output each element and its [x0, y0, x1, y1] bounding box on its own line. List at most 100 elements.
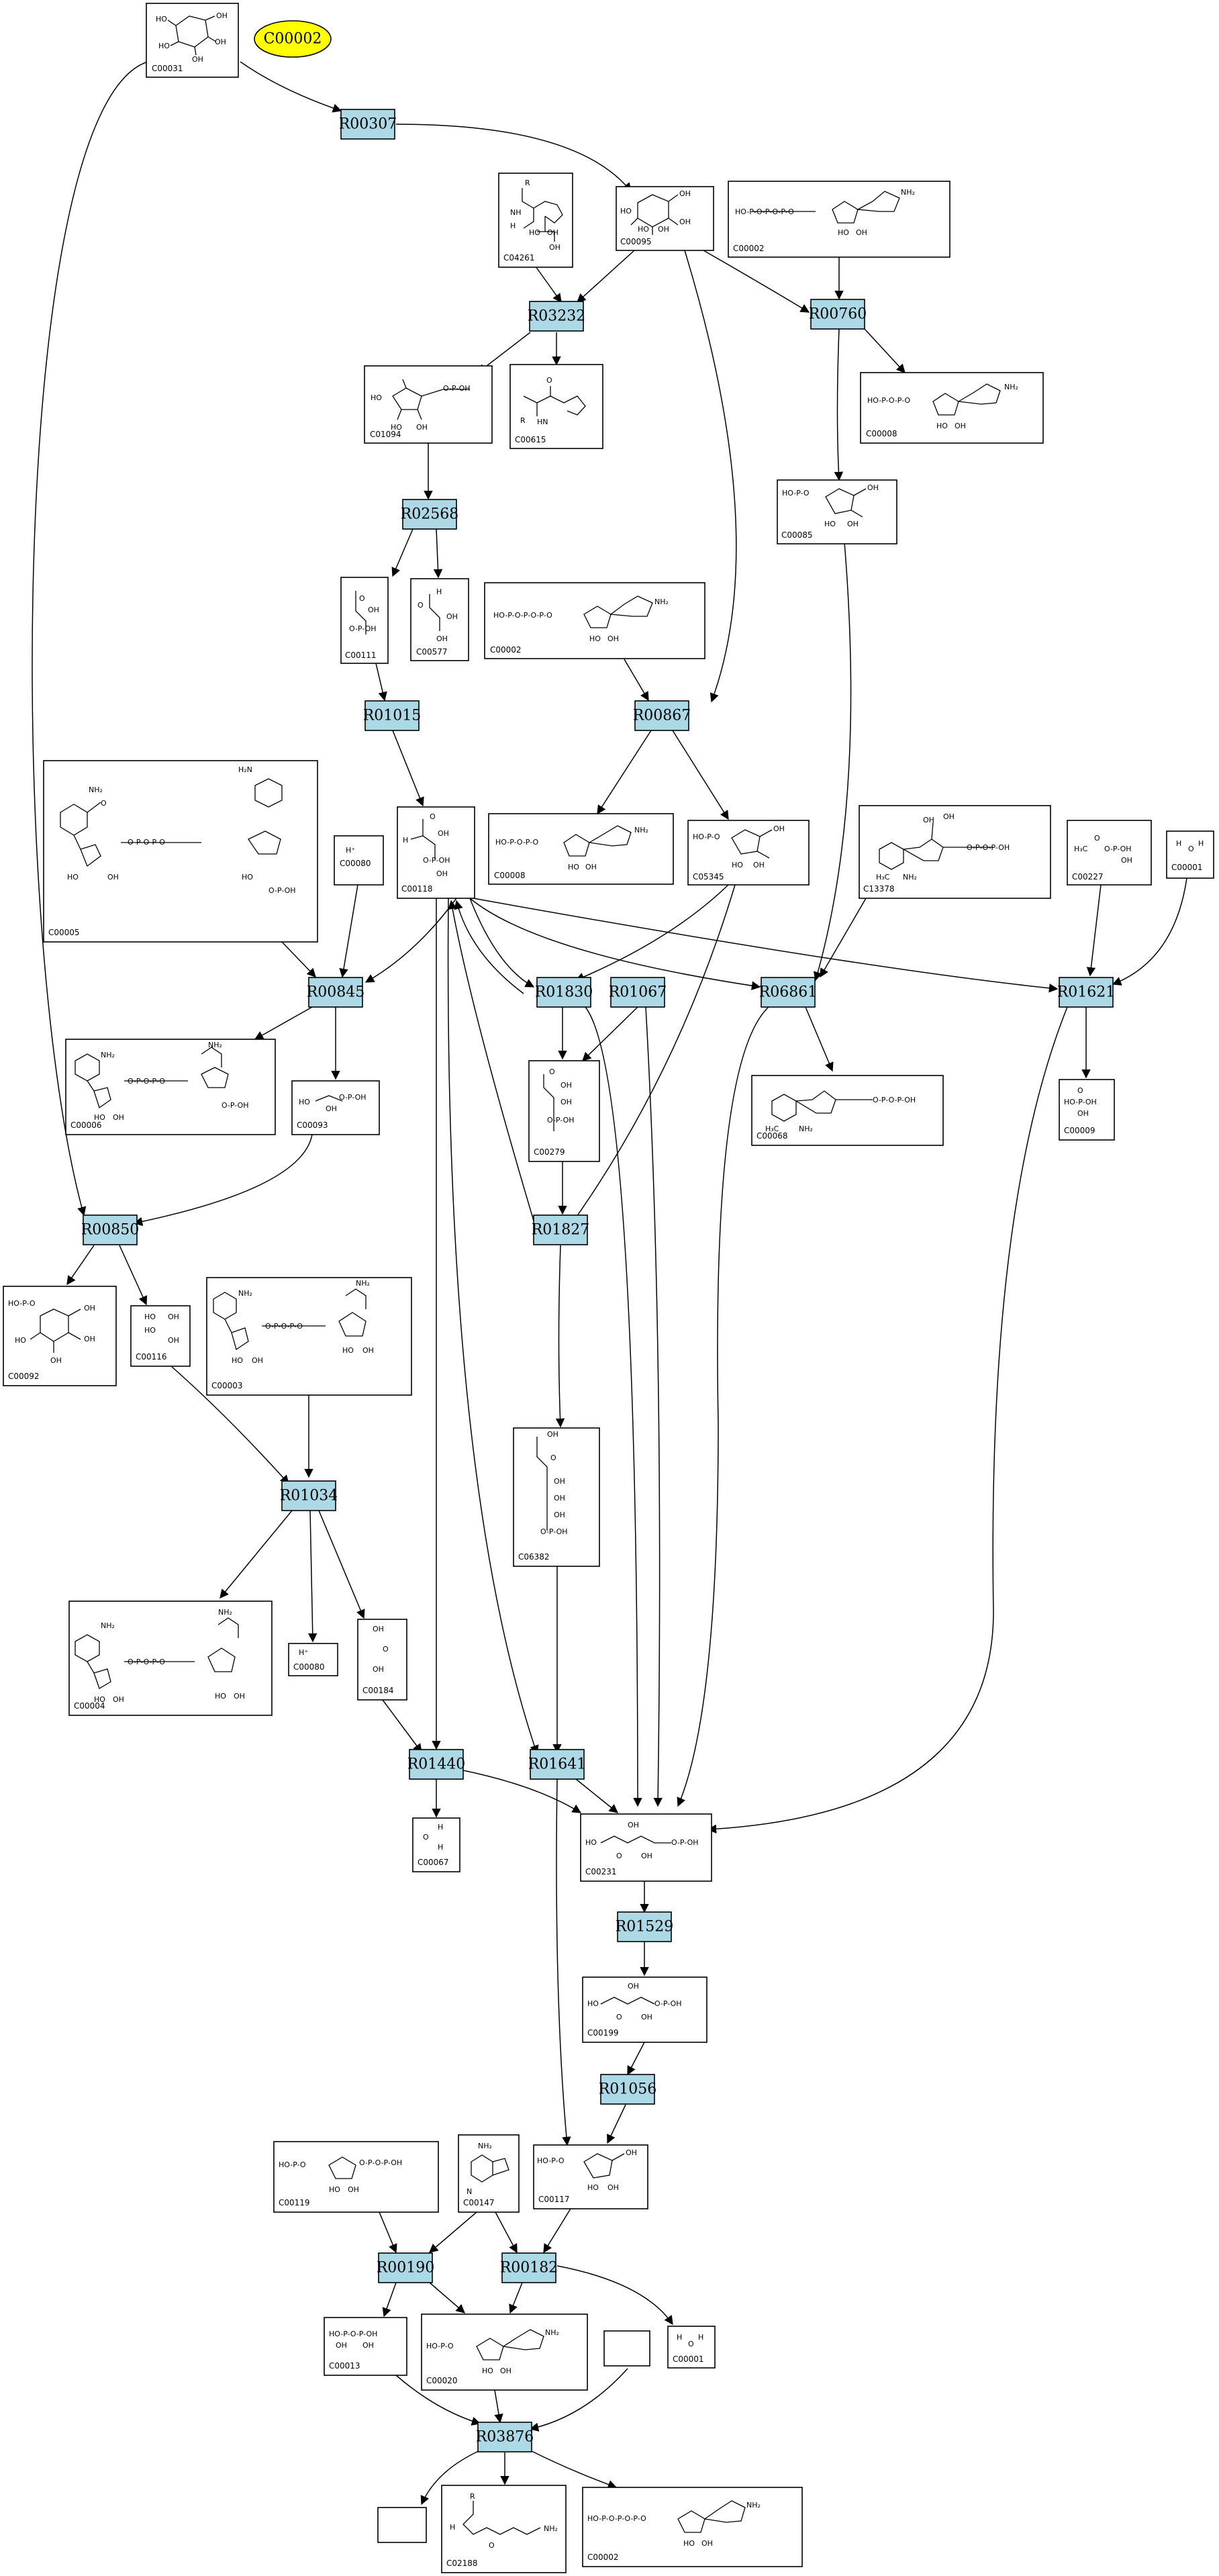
reaction-r03876[interactable]: R03876 — [476, 2422, 534, 2452]
reaction-r01056[interactable]: R01056 — [599, 2074, 657, 2105]
compound-unlabeled-lower[interactable] — [377, 2507, 427, 2543]
reaction-r01034[interactable]: R01034 — [280, 1480, 338, 1511]
compound-c00093[interactable]: HOO-P-OH OH C00093 — [291, 1080, 380, 1135]
svg-text:OH: OH — [628, 1982, 639, 1991]
compound-c00184[interactable]: OHO OH C00184 — [357, 1619, 407, 1701]
svg-text:N: N — [467, 2187, 472, 2196]
svg-text:OH: OH — [585, 863, 597, 871]
edge-r00190-c00020 — [429, 2282, 466, 2313]
reaction-r00307[interactable]: R00307 — [339, 109, 397, 140]
edge-c00002-r00867 — [624, 659, 649, 702]
compound-c00080-b[interactable]: H⁺ C00080 — [288, 1643, 338, 1676]
svg-text:C00227: C00227 — [1072, 872, 1104, 881]
edge-c00118-r01830 — [469, 898, 535, 988]
reaction-r01067[interactable]: R01067 — [609, 977, 667, 1008]
reaction-r01641[interactable]: R01641 — [528, 1749, 587, 1780]
svg-text:C00147: C00147 — [463, 2198, 495, 2207]
reaction-r01621[interactable]: R01621 — [1057, 977, 1116, 1008]
svg-text:HO-P-O-P-O-P-O: HO-P-O-P-O-P-O — [735, 207, 794, 216]
reaction-r01440[interactable]: R01440 — [407, 1749, 466, 1780]
reaction-r00190[interactable]: R00190 — [377, 2252, 435, 2283]
reaction-r06861[interactable]: R06861 — [759, 977, 818, 1008]
reaction-r00867[interactable]: R00867 — [633, 700, 691, 731]
svg-text:C00009: C00009 — [1064, 1126, 1095, 1135]
compound-c00279[interactable]: OOH OHO-P-OH C00279 — [528, 1060, 600, 1162]
reaction-r00845[interactable]: R00845 — [307, 977, 365, 1008]
svg-text:O: O — [1077, 1086, 1083, 1095]
svg-text:HO-P-O-P-O: HO-P-O-P-O — [867, 396, 910, 405]
svg-text:H: H — [438, 1843, 443, 1852]
compound-c00111[interactable]: OOH O-P-OH C00111 — [340, 577, 389, 664]
svg-text:C02188: C02188 — [446, 2559, 478, 2568]
edge-c00227-r01621 — [1086, 884, 1102, 977]
selected-compound-c00002[interactable]: C00002 — [254, 20, 332, 58]
reaction-r00182[interactable]: R00182 — [500, 2252, 558, 2283]
edge-c00013-r03876 — [395, 2375, 481, 2426]
edge-r00182-c00001 — [556, 2265, 673, 2326]
compound-c00067[interactable]: HO H C00067 — [412, 1817, 460, 1872]
svg-text:HO: HO — [242, 873, 253, 881]
svg-text:OH: OH — [560, 1081, 572, 1090]
compound-c00080-a[interactable]: H⁺ C00080 — [334, 835, 384, 886]
svg-text:R01641: R01641 — [528, 1756, 587, 1773]
compound-c00001-top[interactable]: HO H C00001 — [1166, 830, 1214, 879]
svg-text:OH: OH — [679, 189, 691, 198]
compound-c00118[interactable]: OH OHO-P-OH OH C00118 — [397, 806, 475, 899]
edge-c00117-r00182 — [543, 2208, 571, 2254]
svg-text:O: O — [546, 376, 552, 385]
svg-text:HO-P-O-P-O: HO-P-O-P-O — [495, 838, 538, 847]
edge-c00184-r01440 — [382, 1699, 422, 1754]
svg-text:C00111: C00111 — [345, 651, 377, 660]
edge-r00760-c00008 — [864, 328, 906, 373]
reaction-r01529[interactable]: R01529 — [616, 1911, 674, 1942]
svg-text:H₃C: H₃C — [1074, 845, 1088, 853]
svg-text:NH₂: NH₂ — [544, 2524, 558, 2533]
compound-c00615[interactable]: OR HN C00615 — [509, 364, 603, 449]
svg-text:HO: HO — [683, 2539, 695, 2548]
svg-text:O-P-OH: O-P-OH — [1104, 845, 1132, 853]
compound-unlabeled-upper[interactable] — [603, 2330, 650, 2367]
svg-text:H: H — [403, 836, 408, 845]
reaction-r02568[interactable]: R02568 — [401, 499, 459, 530]
svg-text:O-P-O-P-OH: O-P-O-P-OH — [967, 843, 1010, 852]
reaction-r00760[interactable]: R00760 — [809, 299, 867, 330]
reaction-r00850[interactable]: R00850 — [81, 1214, 140, 1245]
compound-c00009[interactable]: OHO-P-OH OH C00009 — [1059, 1079, 1115, 1141]
reaction-r01830[interactable]: R01830 — [535, 977, 593, 1008]
reaction-r03232[interactable]: R03232 — [528, 301, 586, 332]
compound-c00227[interactable]: H₃C OO-P-OH OH C00227 — [1067, 820, 1152, 886]
compound-c00001-bottom[interactable]: HO H C00001 — [667, 2326, 716, 2369]
svg-text:OH: OH — [943, 812, 955, 821]
reaction-r01827[interactable]: R01827 — [532, 1214, 590, 1245]
reaction-r01015[interactable]: R01015 — [363, 700, 422, 731]
